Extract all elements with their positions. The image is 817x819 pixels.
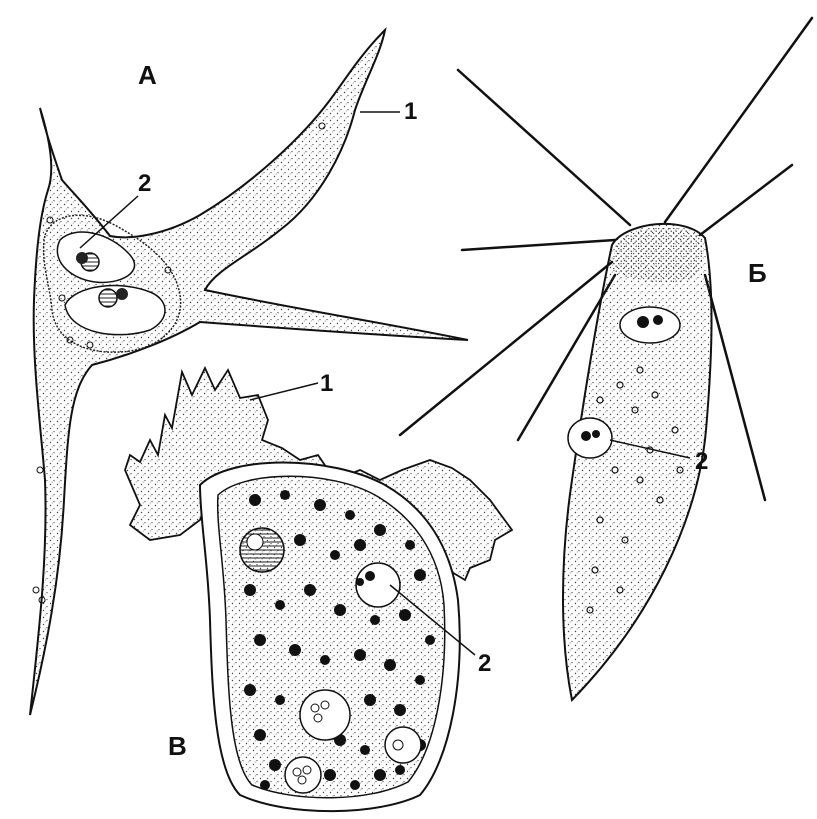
- panel-label-c: В: [168, 733, 187, 759]
- panel-label-a: А: [138, 62, 157, 88]
- callout-a-1: 1: [404, 100, 417, 124]
- organism-c-vacuole-1: [240, 528, 284, 572]
- organism-b-body: [563, 224, 712, 700]
- organism-b-nucleus: [620, 307, 680, 343]
- panel-label-b: Б: [748, 260, 767, 286]
- callout-c-2: 2: [478, 652, 491, 676]
- organism-c-callout-line-1: [250, 383, 318, 400]
- callout-c-1: 1: [320, 372, 333, 396]
- organism-c-vacuole-5: [285, 757, 321, 793]
- organism-b: [400, 18, 812, 700]
- organism-c-vacuole-3: [300, 690, 350, 740]
- callout-b-2: 2: [695, 450, 708, 474]
- callout-a-2: 2: [138, 172, 151, 196]
